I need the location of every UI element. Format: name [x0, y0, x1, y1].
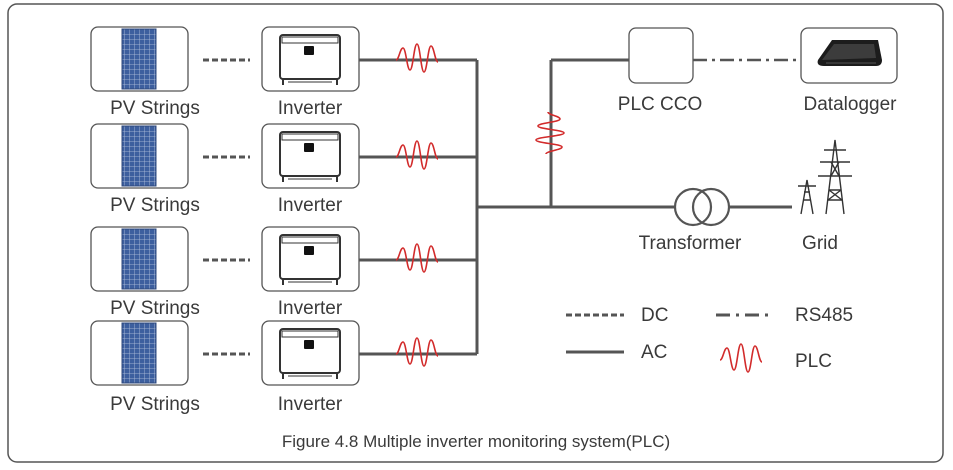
ac-bus [475, 58, 675, 354]
plc-cco-box [628, 27, 694, 84]
row-2: PV Strings Inverter [90, 123, 477, 216]
pv-label: PV Strings [110, 298, 200, 319]
pv-label: PV Strings [110, 394, 200, 415]
plc-wave-icon [395, 337, 439, 367]
pv-label: PV Strings [110, 98, 200, 119]
solar-panel-icon [121, 322, 157, 384]
inverter-label: Inverter [278, 298, 343, 319]
inverter-label: Inverter [278, 394, 343, 415]
transformer-icon [673, 187, 731, 227]
legend-dc-label: DC [641, 305, 668, 326]
row-1: PV Strings Inverter [90, 26, 477, 119]
outer-frame [7, 3, 944, 463]
datalogger-label: Datalogger [804, 94, 898, 115]
grid-label: Grid [802, 233, 838, 254]
inverter-label: Inverter [278, 98, 343, 119]
legend-rs485-label: RS485 [795, 305, 853, 326]
legend-ac-label: AC [641, 342, 667, 363]
datalogger-icon [817, 40, 882, 66]
inverter-icon [279, 34, 341, 86]
plc-wave-icon [395, 243, 439, 273]
grid-tower-icon [798, 139, 852, 215]
plc-wave-icon [395, 43, 439, 73]
plc-cco-label: PLC CCO [618, 94, 702, 115]
plc-wave-icon [395, 140, 439, 170]
inverter-label: Inverter [278, 195, 343, 216]
solar-panel-icon [121, 28, 157, 90]
inverter-icon [279, 328, 341, 380]
legend: DC AC RS485 PLC [566, 305, 853, 373]
inverter-icon [279, 234, 341, 286]
pv-label: PV Strings [110, 195, 200, 216]
solar-panel-icon [121, 125, 157, 187]
row-3: PV Strings Inverter [90, 226, 477, 319]
solar-panel-icon [121, 228, 157, 290]
legend-plc-wave-icon [719, 343, 763, 373]
row-4: PV Strings Inverter [90, 320, 477, 415]
inverter-icon [279, 131, 341, 183]
legend-plc-label: PLC [795, 351, 832, 372]
transformer-label: Transformer [639, 233, 742, 254]
figure-caption: Figure 4.8 Multiple inverter monitoring … [282, 432, 670, 451]
